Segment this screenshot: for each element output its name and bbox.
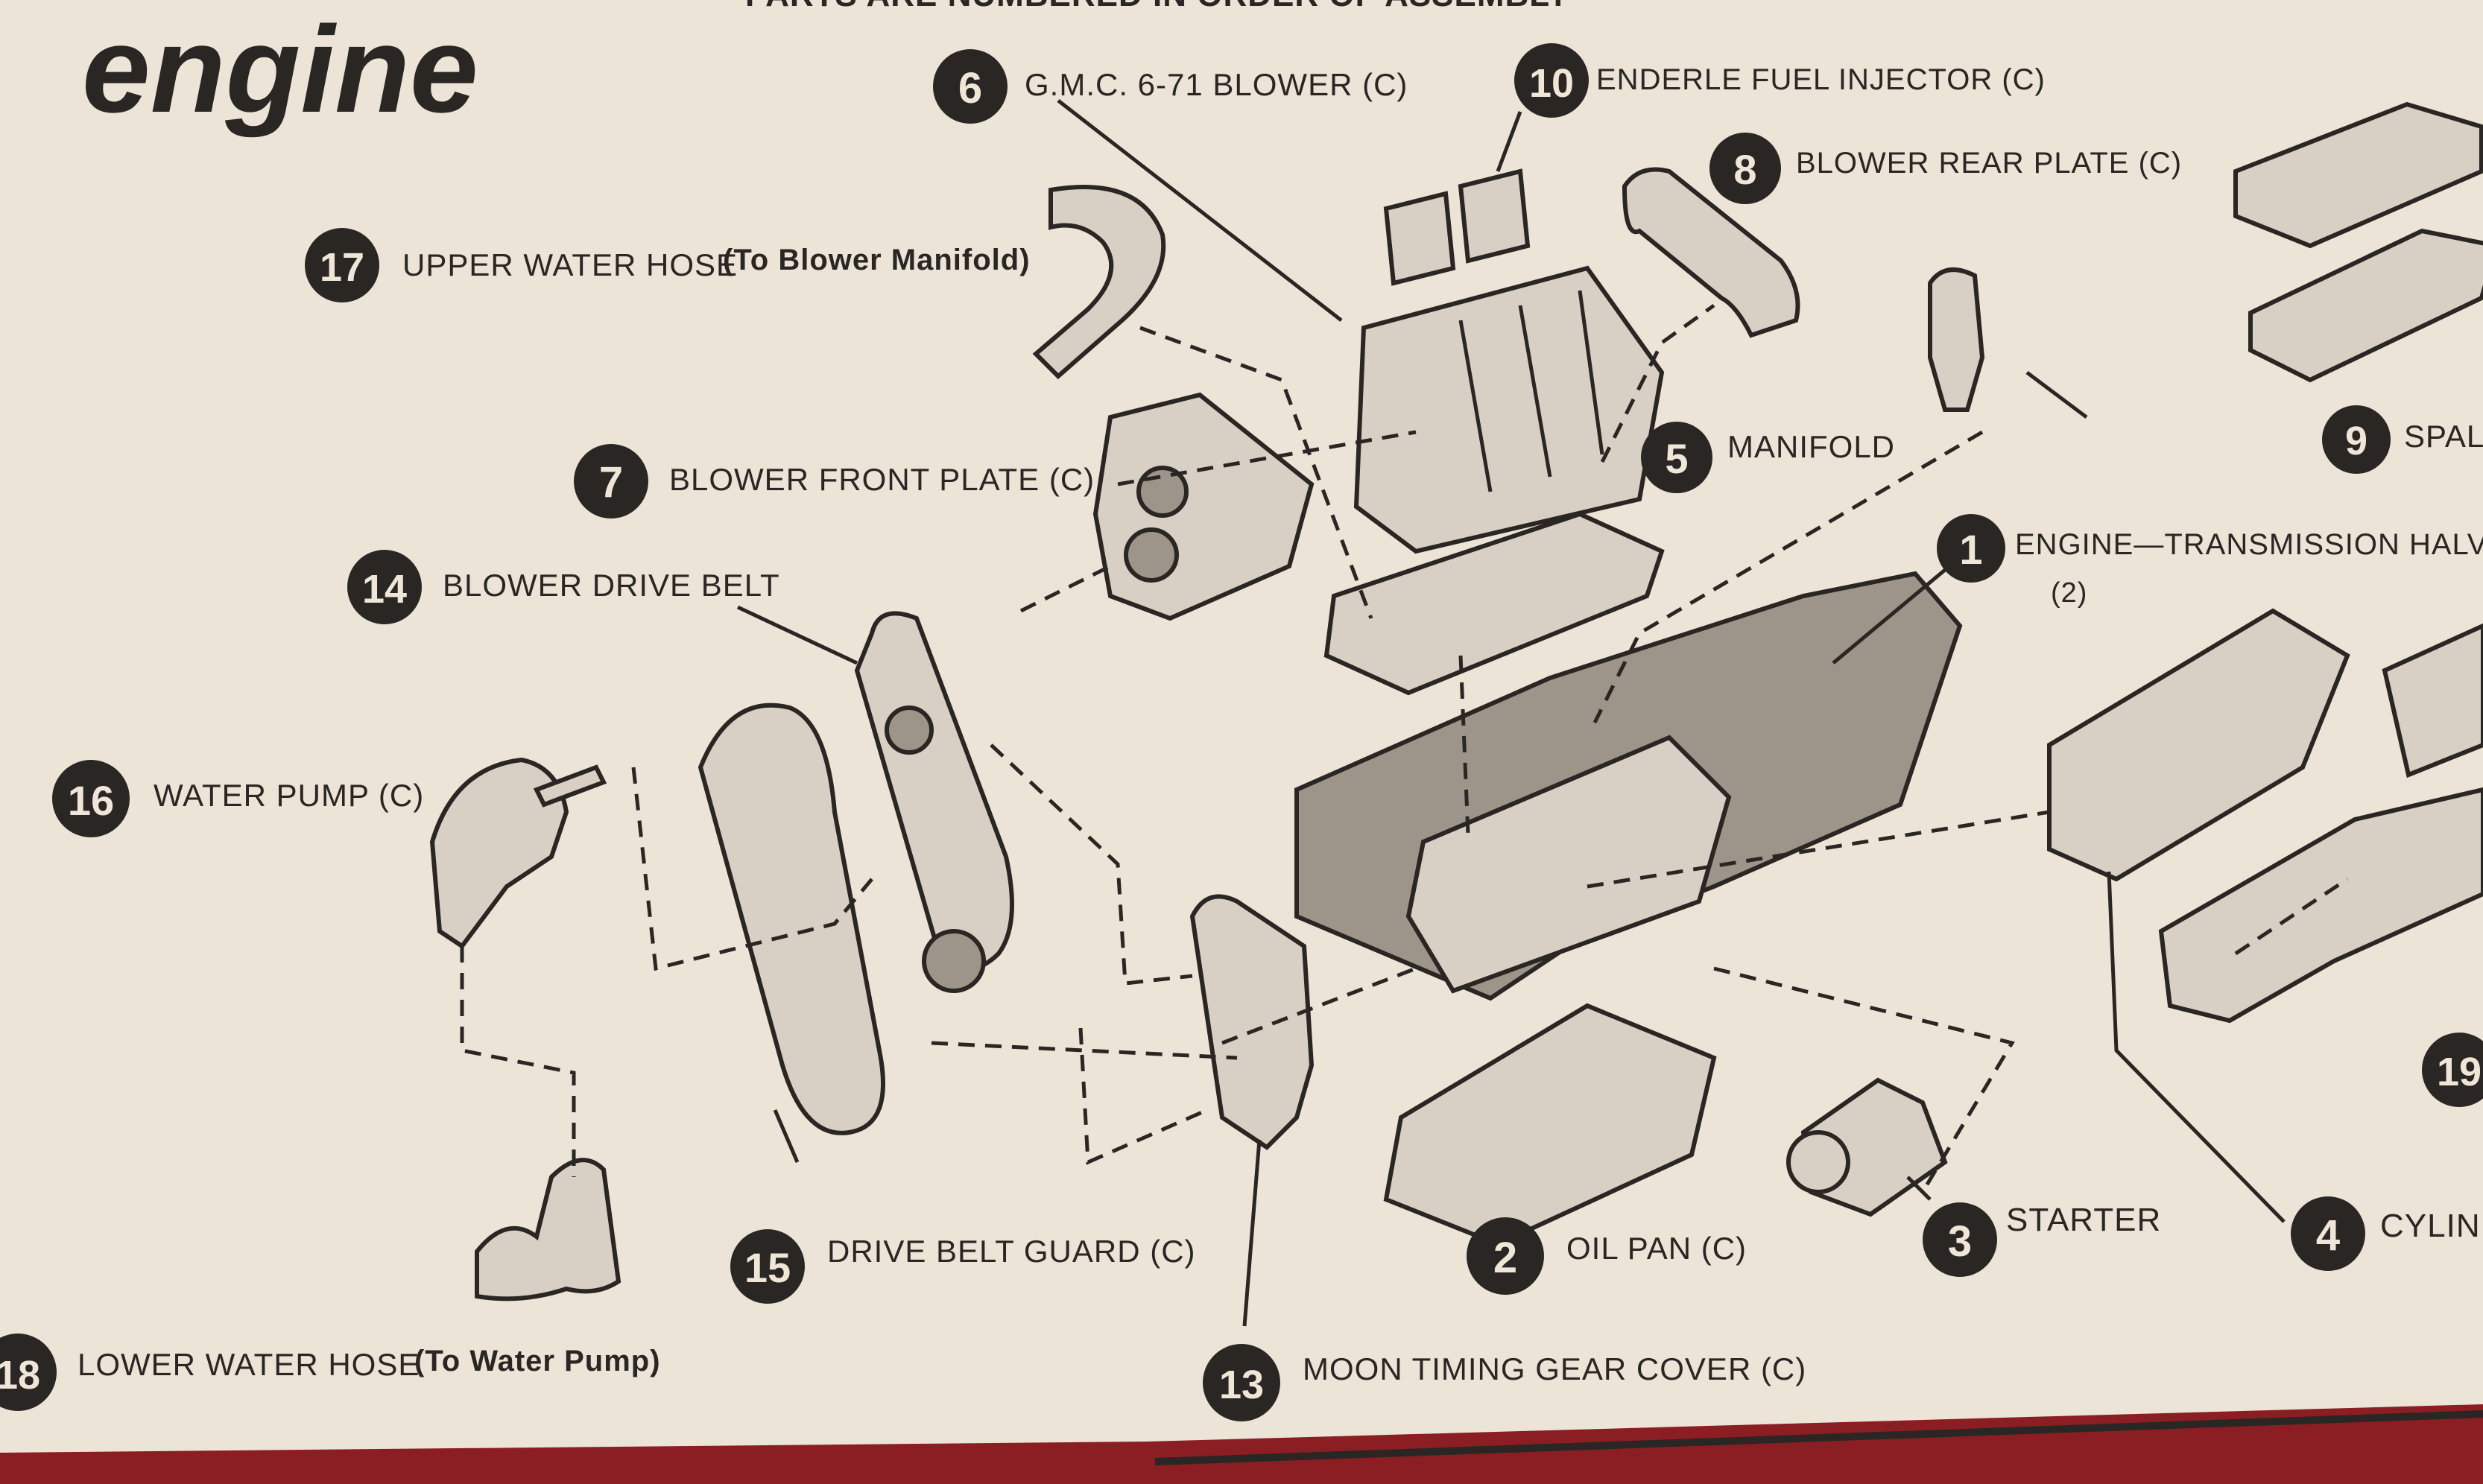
blower-front-plate-port-bottom	[1124, 527, 1179, 583]
part-17-badge	[305, 228, 379, 302]
part-8-label: BLOWER REAR PLATE (C)	[1796, 147, 2182, 180]
part-10-label: ENDERLE FUEL INJECTOR (C)	[1596, 63, 2046, 96]
part-10-badge	[1514, 43, 1589, 118]
part-18-sub: (To Water Pump)	[414, 1345, 661, 1377]
part-19-number: 19	[2437, 1050, 2482, 1094]
part-7-label: BLOWER FRONT PLATE (C)	[669, 462, 1095, 497]
upper-water-hose-drawing	[1032, 185, 1166, 380]
part-18-number: 18	[0, 1353, 40, 1398]
part-3-number: 3	[1948, 1217, 1972, 1266]
part-9-number: 9	[2345, 419, 2367, 463]
oil-pan-drawing	[1383, 1003, 1717, 1247]
part-4-badge	[2291, 1196, 2365, 1271]
lower-water-hose-drawing	[475, 1158, 621, 1301]
part-18-badge	[0, 1334, 57, 1411]
part-15-label: DRIVE BELT GUARD (C)	[827, 1234, 1196, 1269]
part-1-number: 1	[1959, 526, 1982, 573]
part-6-label: G.M.C. 6-71 BLOWER (C)	[1025, 67, 1408, 102]
part-16-number: 16	[68, 777, 114, 824]
bottom-border-rule	[1154, 1410, 2483, 1465]
part-14-label: BLOWER DRIVE BELT	[443, 568, 780, 603]
part-18-label: LOWER WATER HOSE	[78, 1347, 420, 1382]
timing-gear-cover-drawing	[1189, 894, 1315, 1150]
part-17-sub: (To Blower Manifold)	[723, 244, 1031, 276]
drive-belt-guard-drawing	[698, 703, 885, 1135]
part-8-badge	[1709, 133, 1781, 204]
part-3-label: STARTER	[2006, 1202, 2161, 1238]
part-1-label: ENGINE—TRANSMISSION HALVE	[2015, 528, 2483, 561]
engine-block-face	[1405, 735, 1732, 994]
part-7-number: 7	[599, 458, 623, 507]
cylinder-head-frame-drawing	[2158, 787, 2483, 1024]
part-16-label: WATER PUMP (C)	[154, 778, 424, 813]
part-5-label: MANIFOLD	[1727, 429, 1895, 464]
part-1-sub: (2)	[2051, 577, 2087, 609]
cylinder-head-mid-drawing	[2047, 608, 2350, 882]
part-2-number: 2	[1493, 1234, 1517, 1282]
part-14-number: 14	[362, 567, 407, 612]
leader-lines	[736, 99, 2286, 1327]
part-15-number: 15	[744, 1244, 791, 1291]
part-4-number: 4	[2316, 1211, 2340, 1260]
page-title: engine	[82, 1, 478, 138]
water-pump-shaft	[533, 764, 607, 808]
part-17-label: UPPER WATER HOSE	[402, 247, 738, 282]
cylinder-head-right-drawing	[2382, 623, 2483, 779]
part-4-label: CYLIN	[2380, 1208, 2481, 1244]
blower-ribs	[1458, 290, 1604, 492]
cylinder-head-top-drawing	[2233, 101, 2483, 383]
spark-plug-drawing	[1928, 267, 1985, 412]
part-6-number: 6	[958, 64, 982, 112]
page-subtitle: PARTS ARE NUMBERED IN ORDER OF ASSEMBLY	[745, 0, 1570, 13]
part-5-number: 5	[1665, 435, 1688, 482]
part-10-number: 10	[1529, 61, 1574, 106]
part-9-badge	[2322, 405, 2391, 474]
part-13-label: MOON TIMING GEAR COVER (C)	[1303, 1351, 1806, 1386]
part-1-badge	[1937, 514, 2005, 583]
part-15-badge	[730, 1229, 805, 1304]
part-9-label: SPAL	[2404, 419, 2483, 454]
part-3-badge	[1923, 1202, 1997, 1277]
part-7-badge	[574, 444, 648, 519]
part-2-badge	[1467, 1217, 1544, 1295]
part-8-number: 8	[1733, 146, 1756, 193]
part-16-badge	[52, 760, 130, 837]
fuel-injector-drawing	[1383, 168, 1531, 286]
part-14-badge	[347, 550, 422, 624]
part-6-badge	[933, 49, 1008, 124]
part-17-number: 17	[320, 245, 364, 290]
manifold-drawing	[1323, 511, 1665, 696]
part-19-badge	[2422, 1033, 2483, 1107]
part-13-badge	[1203, 1344, 1280, 1421]
starter-end	[1786, 1130, 1850, 1194]
blower-rear-plate-drawing	[1622, 167, 1800, 338]
blower-drive-belt-pulley-top	[885, 705, 934, 755]
part-5-badge	[1641, 422, 1712, 493]
water-pump-drawing	[429, 757, 569, 950]
part-2-label: OIL PAN (C)	[1566, 1231, 1747, 1266]
blower-drive-belt-pulley-bottom	[922, 929, 986, 993]
part-13-number: 13	[1219, 1363, 1264, 1407]
